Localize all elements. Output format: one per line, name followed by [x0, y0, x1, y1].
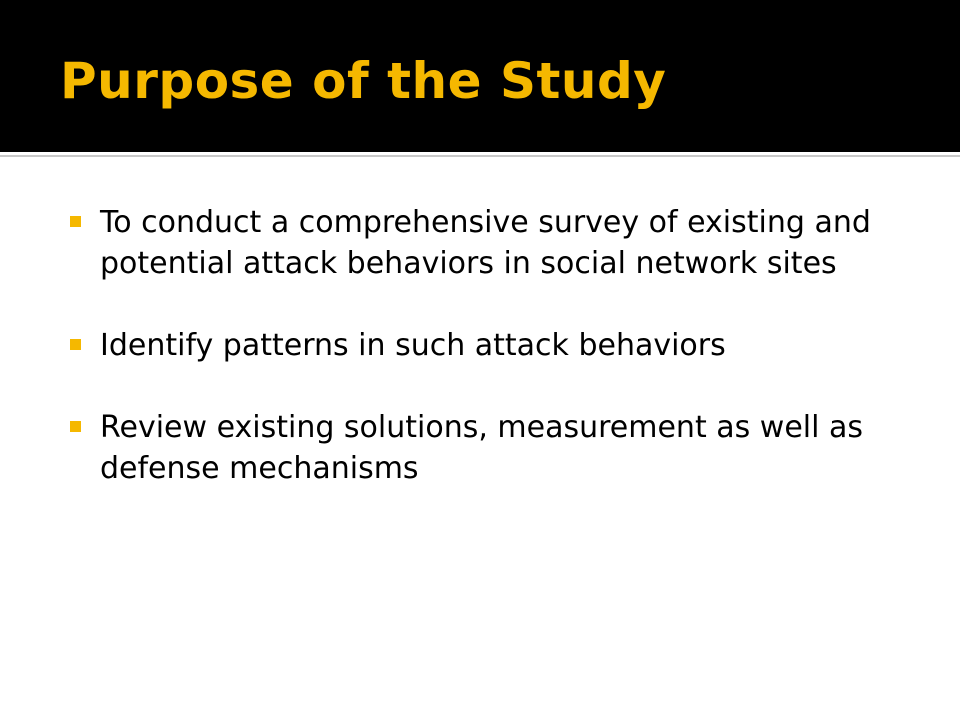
square-bullet-icon: [70, 421, 81, 432]
bullet-item: To conduct a comprehensive survey of exi…: [70, 202, 890, 284]
square-bullet-icon: [70, 339, 81, 350]
slide-body: To conduct a comprehensive survey of exi…: [0, 162, 960, 720]
bullet-item: Review existing solutions, measurement a…: [70, 407, 890, 489]
title-divider: [0, 152, 960, 162]
title-bar: Purpose of the Study: [0, 0, 960, 152]
title-divider-line: [0, 155, 960, 157]
bullet-text: To conduct a comprehensive survey of exi…: [100, 205, 871, 281]
square-bullet-icon: [70, 216, 81, 227]
bullet-item: Identify patterns in such attack behavio…: [70, 325, 890, 366]
bullet-list: To conduct a comprehensive survey of exi…: [70, 202, 890, 489]
bullet-text: Identify patterns in such attack behavio…: [100, 328, 726, 363]
slide-title: Purpose of the Study: [60, 52, 667, 110]
bullet-text: Review existing solutions, measurement a…: [100, 410, 864, 486]
